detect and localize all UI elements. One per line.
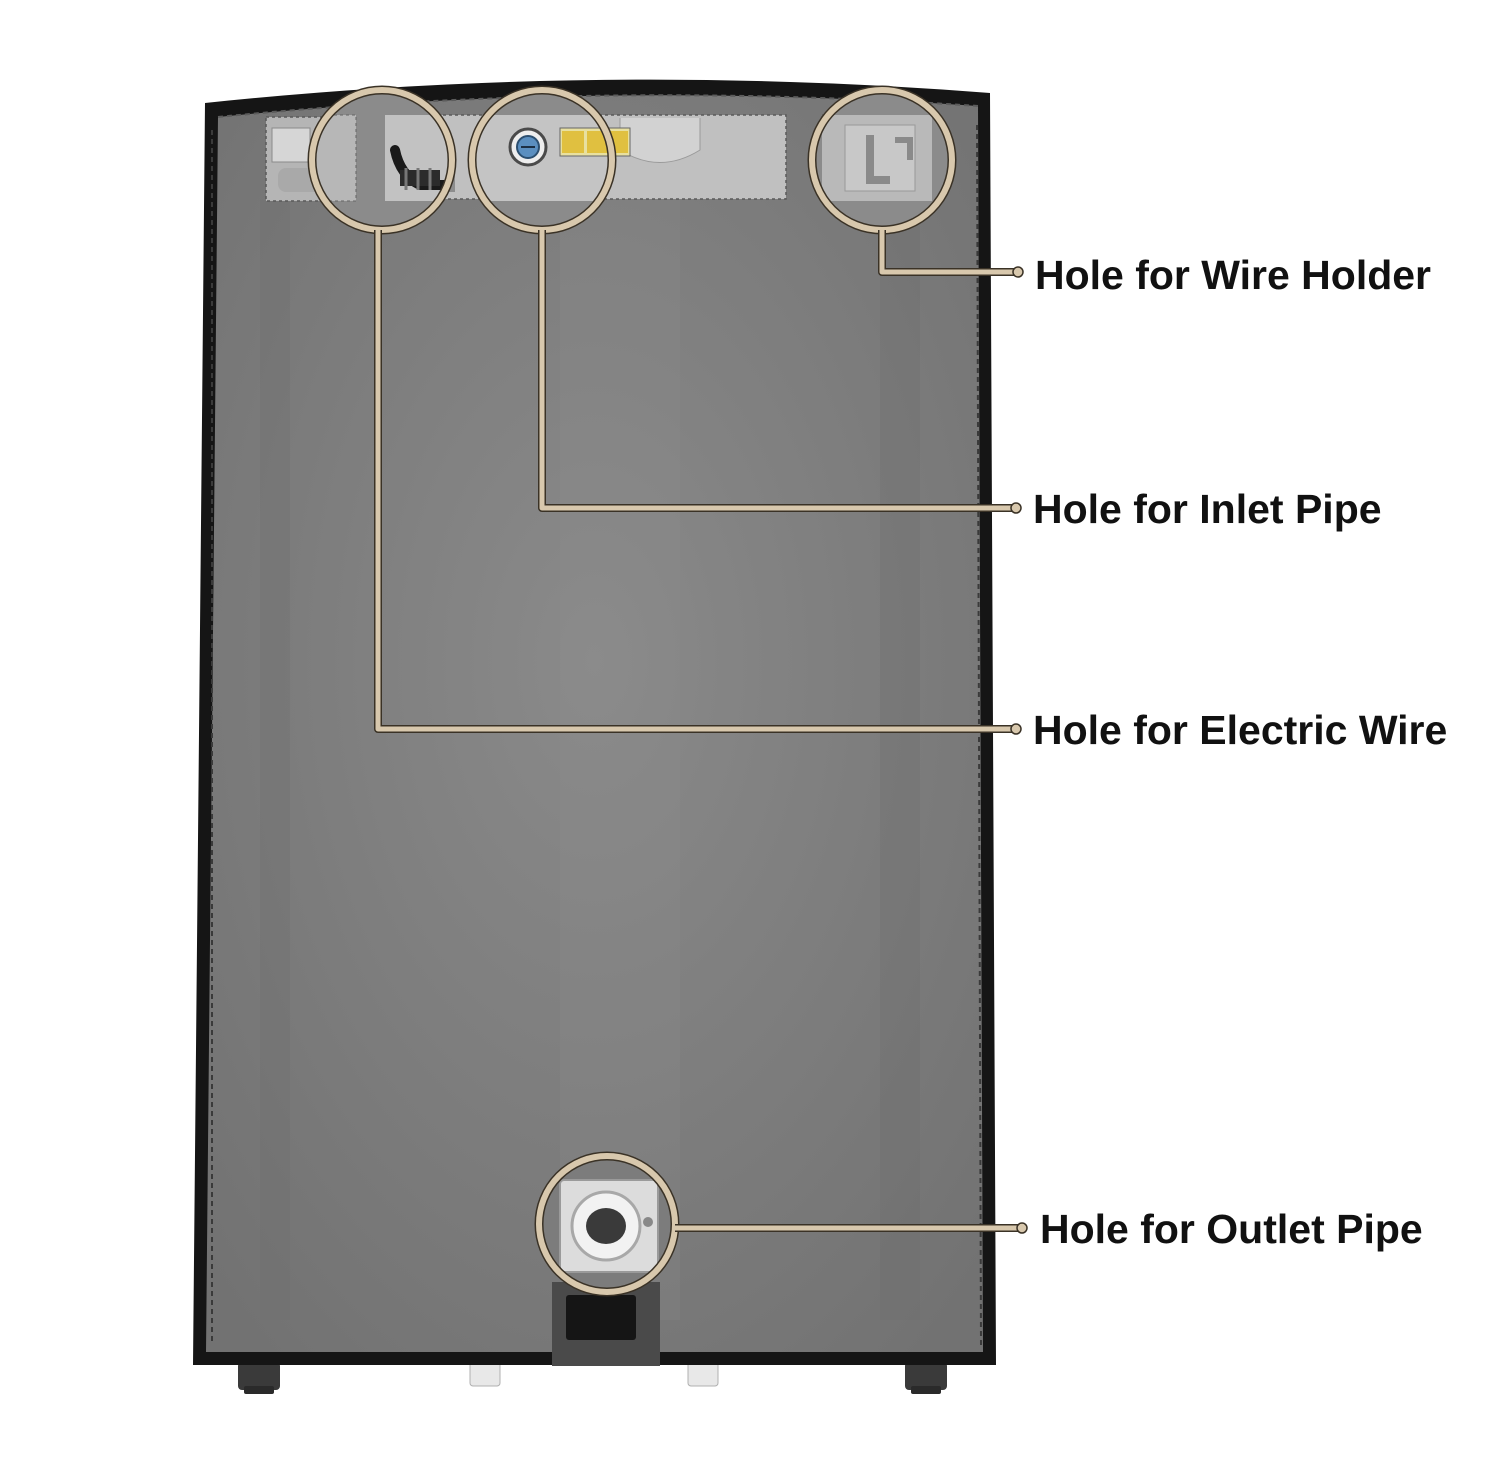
label-electric-wire: Hole for Electric Wire (1033, 707, 1448, 753)
callout-outlet-pipe-circle (534, 1151, 680, 1297)
leader-inlet-pipe (538, 230, 1022, 514)
label-inlet-pipe: Hole for Inlet Pipe (1033, 486, 1382, 532)
leader-wire-holder (878, 230, 1024, 278)
leader-outlet-pipe (675, 1222, 1028, 1234)
callout-inlet-pipe-circle (467, 85, 617, 235)
callout-wire-holder-circle (807, 85, 957, 235)
leader-electric-wire (374, 230, 1022, 735)
drain-recess (552, 1282, 660, 1366)
label-wire-holder: Hole for Wire Holder (1035, 252, 1432, 298)
machine-feet (238, 1361, 947, 1394)
cover-body (193, 79, 996, 1365)
callout-electric-wire-circle (307, 85, 457, 235)
label-outlet-pipe: Hole for Outlet Pipe (1040, 1206, 1423, 1252)
leader-lines (374, 230, 1028, 1234)
